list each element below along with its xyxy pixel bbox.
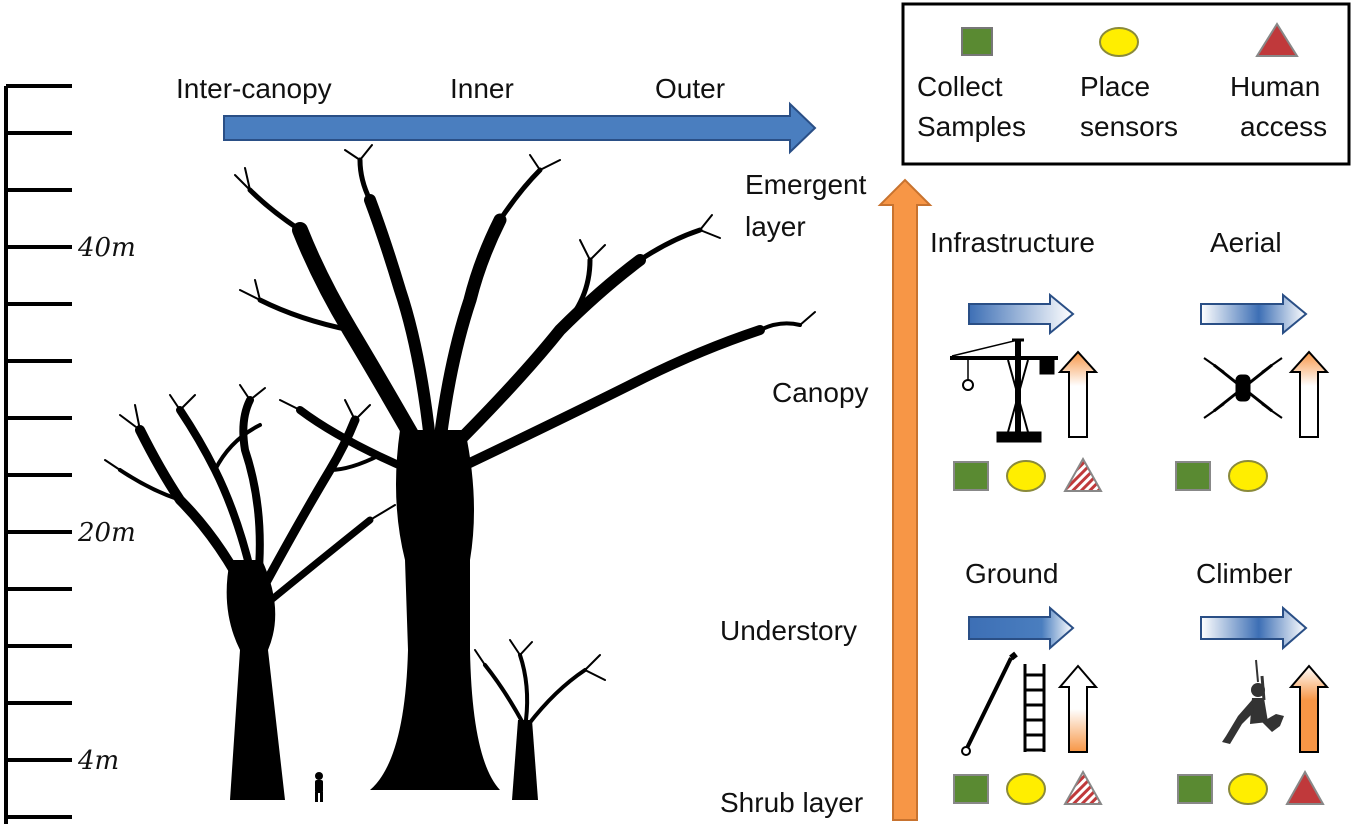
zone-label-outer: Outer: [655, 73, 725, 104]
task-sensor-circle: [1228, 773, 1268, 805]
horizontal-reach-arrow: [968, 292, 1075, 336]
legend-triangle-icon: [1255, 22, 1299, 57]
task-sensor-circle: [1228, 460, 1268, 492]
crane-icon: [950, 338, 1058, 443]
layer-label-canopy: Canopy: [772, 377, 869, 408]
small-tree: [104, 384, 396, 800]
layer-label-shrub: Shrub layer: [720, 787, 863, 818]
scale-label-40m: 40m: [77, 233, 136, 263]
legend-label-collect: Collect: [917, 71, 1003, 102]
scale-label-20m: 20m: [77, 518, 136, 548]
zone-label-inner: Inner: [450, 73, 514, 104]
task-human-triangle-partial: [1063, 456, 1103, 492]
person-silhouette: [315, 772, 323, 802]
layer-label-understory: Understory: [720, 615, 857, 646]
vertical-reach-arrow: [1288, 350, 1330, 438]
legend-square-icon: [961, 27, 993, 56]
task-human-triangle-partial: [1063, 769, 1103, 805]
task-collect-square: [1177, 774, 1213, 804]
drone-icon: [1203, 357, 1283, 419]
zone-label-inter-canopy: Inter-canopy: [176, 73, 332, 104]
legend-box: Collect Samples Place sensors Human acce…: [901, 2, 1351, 166]
method-label-aerial: Aerial: [1210, 227, 1282, 258]
vertical-reach-arrow: [1057, 664, 1099, 753]
layer-label-emergent-line2: layer: [745, 211, 806, 242]
shrub-tree: [474, 639, 606, 800]
height-scale: 40m 20m 4m: [4, 84, 136, 824]
scale-label-4m: 4m: [77, 746, 119, 776]
canopy-zone-arrow: [223, 101, 817, 155]
method-climber: Climber: [1177, 558, 1330, 805]
forest-layer-arrow: [877, 178, 933, 821]
task-collect-square: [953, 774, 989, 804]
horizontal-reach-arrow: [1200, 605, 1308, 651]
legend-label-samples: Samples: [917, 111, 1026, 142]
legend-label-human: Human: [1230, 71, 1320, 102]
task-human-triangle: [1285, 769, 1325, 805]
legend-label-place: Place: [1080, 71, 1150, 102]
task-collect-square: [1175, 461, 1211, 491]
method-aerial: Aerial: [1175, 227, 1330, 492]
task-sensor-circle: [1006, 460, 1046, 492]
task-collect-square: [953, 461, 989, 491]
pole-ladder-icon: [961, 651, 1046, 756]
legend-label-access: access: [1240, 111, 1327, 142]
layer-label-emergent-line1: Emergent: [745, 169, 867, 200]
method-label-infrastructure: Infrastructure: [930, 227, 1095, 258]
method-ground: Ground: [953, 558, 1103, 805]
legend-circle-icon: [1099, 27, 1139, 57]
vertical-reach-arrow: [1288, 664, 1330, 753]
horizontal-reach-arrow: [968, 605, 1075, 651]
method-label-climber: Climber: [1196, 558, 1292, 589]
method-label-ground: Ground: [965, 558, 1058, 589]
legend-label-sensors: sensors: [1080, 111, 1178, 142]
horizontal-reach-arrow: [1200, 292, 1308, 336]
vertical-reach-arrow: [1057, 350, 1099, 438]
climber-icon: [1222, 659, 1284, 744]
task-sensor-circle: [1006, 773, 1046, 805]
method-infrastructure: Infrastructure: [930, 227, 1103, 492]
large-tree: [234, 144, 816, 790]
